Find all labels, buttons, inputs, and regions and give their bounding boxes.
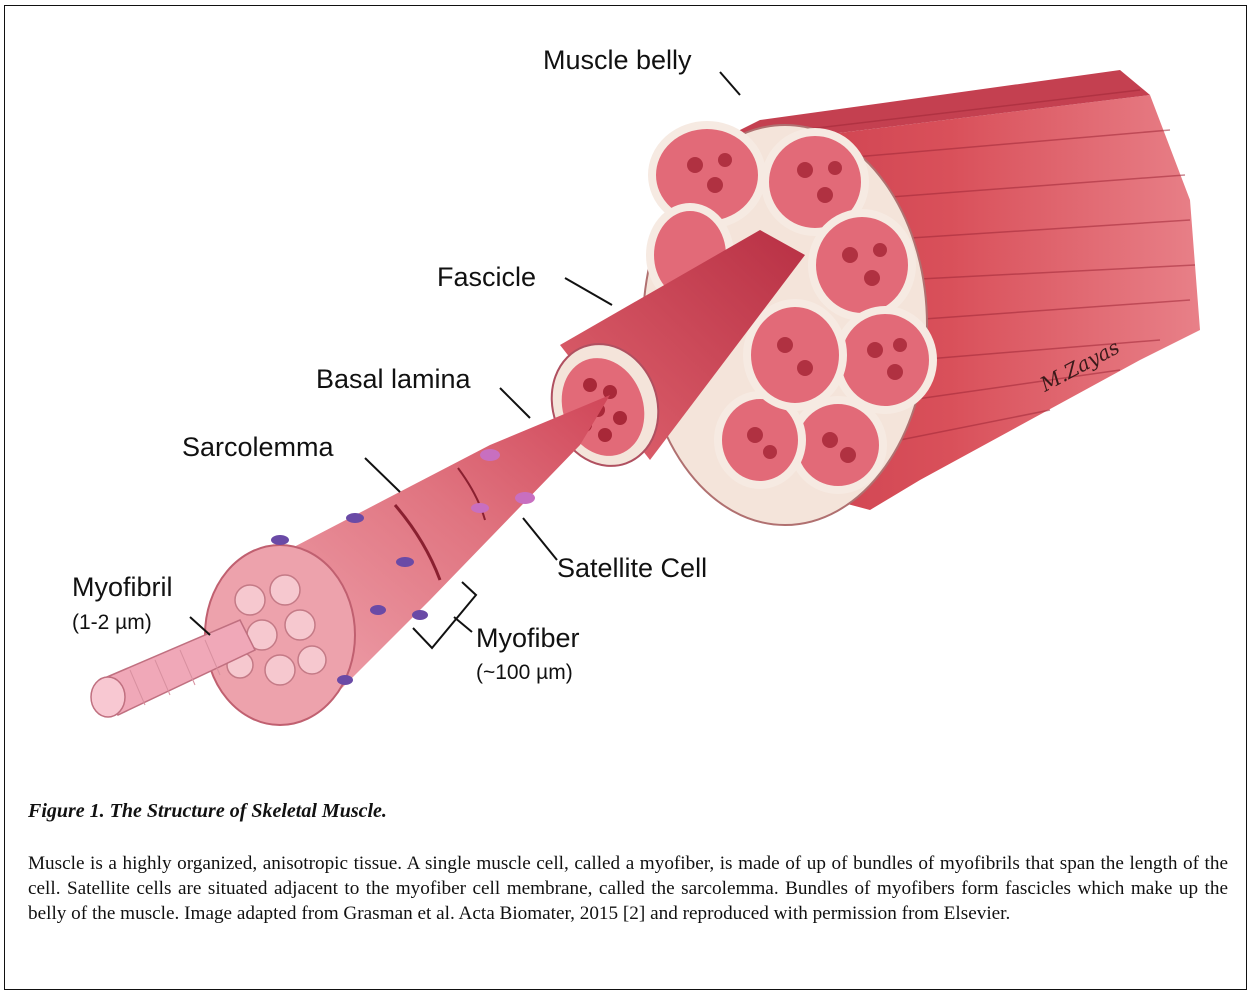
label-myofiber-size: (~100 µm) [476,661,573,684]
label-myofibril: Myofibril [72,572,173,602]
label-satellite-cell: Satellite Cell [557,553,707,583]
muscle-structure-illustration: Muscle belly Fascicle Basal lamina Sarco… [0,0,1253,780]
caption-body: Muscle is a highly organized, anisotropi… [28,851,1228,926]
label-myofiber: Myofiber [476,623,580,653]
label-sarcolemma: Sarcolemma [182,432,335,462]
label-myofibril-size: (1-2 µm) [72,611,152,634]
label-muscle-belly: Muscle belly [543,45,692,75]
caption-title: Figure 1. The Structure of Skeletal Musc… [28,800,1228,823]
label-basal-lamina: Basal lamina [316,364,472,394]
label-fascicle: Fascicle [437,262,536,292]
